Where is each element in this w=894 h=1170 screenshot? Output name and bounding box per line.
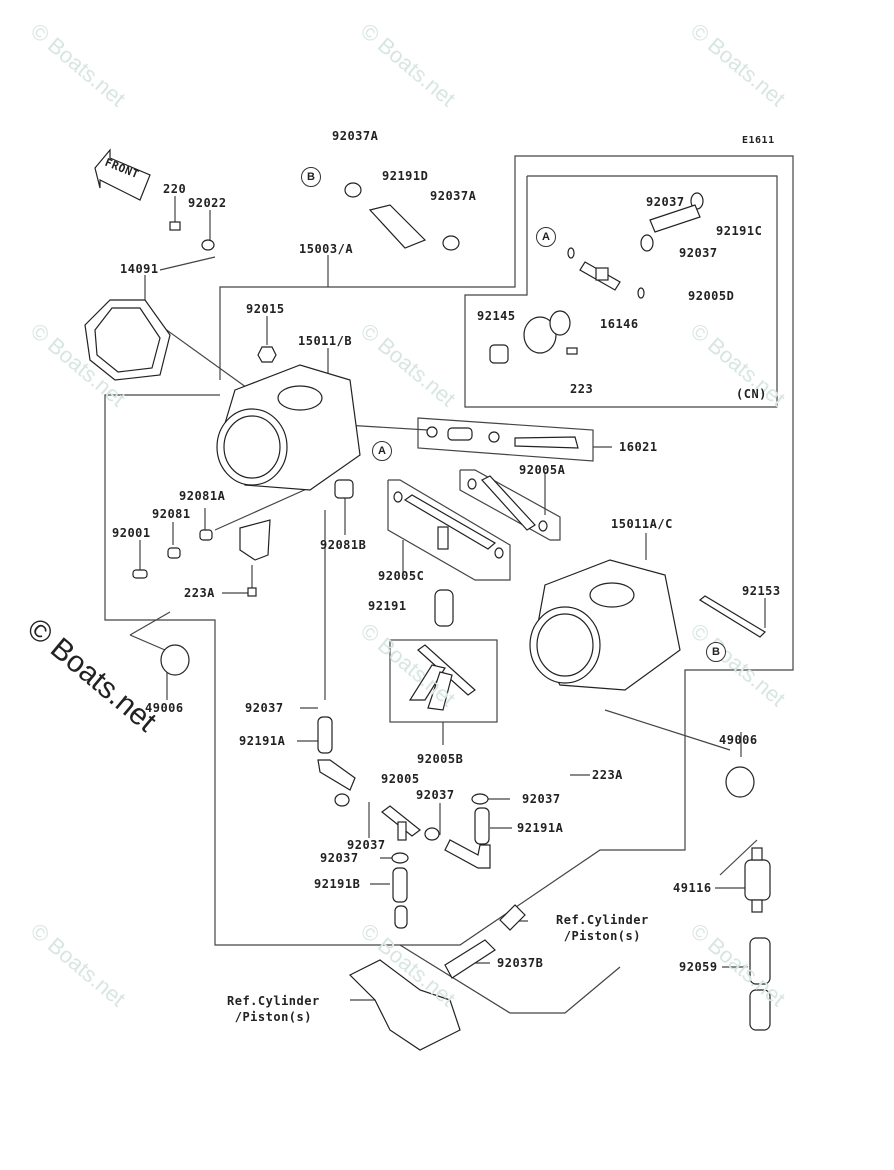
part-label-15011-B[interactable]: 15011/B <box>298 334 353 348</box>
spring-icon <box>167 547 181 559</box>
hose-icon <box>749 989 771 1031</box>
part-label-92005D[interactable]: 92005D <box>688 289 735 303</box>
clamp-icon <box>334 793 350 807</box>
hose-icon <box>444 939 496 979</box>
clamp-icon <box>344 182 362 198</box>
part-label-15011A-C[interactable]: 15011A/C <box>611 517 673 531</box>
part-label-92191A[interactable]: 92191A <box>517 821 564 835</box>
part-label-92191C[interactable]: 92191C <box>716 224 763 238</box>
spring-icon <box>199 529 213 541</box>
nut-icon <box>257 346 277 363</box>
part-label-92081B[interactable]: 92081B <box>320 538 367 552</box>
hose-icon <box>444 839 491 869</box>
part-label-92005A[interactable]: 92005A <box>519 463 566 477</box>
part-label-223[interactable]: 223 <box>570 382 594 396</box>
assembly-outline <box>104 155 794 946</box>
clamp-icon <box>471 793 489 805</box>
part-label-92037[interactable]: 92037 <box>646 195 685 209</box>
clamp-icon <box>424 827 440 841</box>
hose-icon <box>649 204 701 233</box>
carburetor-left-icon <box>216 364 361 491</box>
diagram-code: E1611 <box>742 135 775 146</box>
part-label-49116[interactable]: 49116 <box>673 881 712 895</box>
hose-icon <box>434 589 454 627</box>
hose-icon <box>368 204 427 249</box>
part-label-92037[interactable]: 92037 <box>416 788 455 802</box>
part-label-92037A[interactable]: 92037A <box>430 189 477 203</box>
part-label-92001[interactable]: 92001 <box>112 526 151 540</box>
damper-icon <box>160 644 190 676</box>
part-label-92005B[interactable]: 92005B <box>417 752 464 766</box>
ref-marker-a[interactable]: A <box>372 441 392 461</box>
damper-icon <box>725 766 755 798</box>
part-label-92005[interactable]: 92005 <box>381 772 420 786</box>
cylinder-fragment-icon <box>348 959 461 1051</box>
part-label-92037[interactable]: 92037 <box>347 838 386 852</box>
part-label-92153[interactable]: 92153 <box>742 584 781 598</box>
screw-icon <box>247 587 257 597</box>
bolt-icon <box>698 595 766 638</box>
part-label-92005C[interactable]: 92005C <box>378 569 425 583</box>
carburetor-right-icon <box>529 559 681 691</box>
part-label-92037B[interactable]: 92037B <box>497 956 544 970</box>
ref-marker-a[interactable]: A <box>536 227 556 247</box>
y-pipe-icon <box>408 644 476 711</box>
part-label-92037[interactable]: 92037 <box>522 792 561 806</box>
clamp-icon <box>640 234 654 252</box>
part-label-16021[interactable]: 16021 <box>619 440 658 454</box>
tee-pipe-icon <box>403 494 497 550</box>
cn-variant-label: (CN) <box>736 387 767 401</box>
part-label-92191[interactable]: 92191 <box>368 599 407 613</box>
hose-icon <box>749 937 771 985</box>
part-label-92022[interactable]: 92022 <box>188 196 227 210</box>
bolt-icon <box>169 221 181 231</box>
part-label-92037[interactable]: 92037 <box>679 246 718 260</box>
part-label-220[interactable]: 220 <box>163 182 187 196</box>
part-label-223A[interactable]: 223A <box>592 768 623 782</box>
part-label-92145[interactable]: 92145 <box>477 309 516 323</box>
spring-icon <box>334 479 354 499</box>
banjo-bolt-icon <box>499 904 526 931</box>
part-label-223A[interactable]: 223A <box>184 586 215 600</box>
washer-icon <box>201 239 215 251</box>
needle-icon <box>514 436 579 449</box>
screw-icon <box>566 347 578 355</box>
part-label-92015[interactable]: 92015 <box>246 302 285 316</box>
part-label-92037[interactable]: 92037 <box>320 851 359 865</box>
part-label-15003-A[interactable]: 15003/A <box>299 242 354 256</box>
clamp-icon <box>391 852 409 864</box>
valve-body-icon <box>523 316 557 354</box>
ref-cylinder-piston-label[interactable]: Ref.Cylinder /Piston(s) <box>227 994 320 1024</box>
part-label-16146[interactable]: 16146 <box>600 317 639 331</box>
part-label-92191B[interactable]: 92191B <box>314 877 361 891</box>
ref-cylinder-piston-label[interactable]: Ref.Cylinder /Piston(s) <box>556 913 649 943</box>
screw-icon <box>132 569 148 579</box>
spring-icon <box>489 344 509 364</box>
filter-icon <box>744 859 771 901</box>
part-label-92081A[interactable]: 92081A <box>179 489 226 503</box>
clamp-icon <box>442 235 460 251</box>
part-label-92059[interactable]: 92059 <box>679 960 718 974</box>
front-arrow-icon <box>94 148 151 201</box>
hose-icon <box>394 905 408 929</box>
part-label-92191A[interactable]: 92191A <box>239 734 286 748</box>
part-label-49006[interactable]: 49006 <box>145 701 184 715</box>
hose-icon <box>474 807 490 845</box>
bracket-icon <box>239 519 271 561</box>
part-label-92037A[interactable]: 92037A <box>332 129 379 143</box>
pipe-icon <box>481 475 536 531</box>
part-label-92081[interactable]: 92081 <box>152 507 191 521</box>
hose-icon <box>317 716 333 754</box>
hose-icon <box>392 867 408 903</box>
hose-icon <box>317 759 356 791</box>
part-label-92191D[interactable]: 92191D <box>382 169 429 183</box>
part-label-49006[interactable]: 49006 <box>719 733 758 747</box>
diaphragm-icon <box>549 310 571 336</box>
ref-marker-b[interactable]: B <box>706 642 726 662</box>
part-label-14091[interactable]: 14091 <box>120 262 159 276</box>
ref-marker-b[interactable]: B <box>301 167 321 187</box>
cn-box-outline <box>464 175 778 408</box>
part-label-92037[interactable]: 92037 <box>245 701 284 715</box>
